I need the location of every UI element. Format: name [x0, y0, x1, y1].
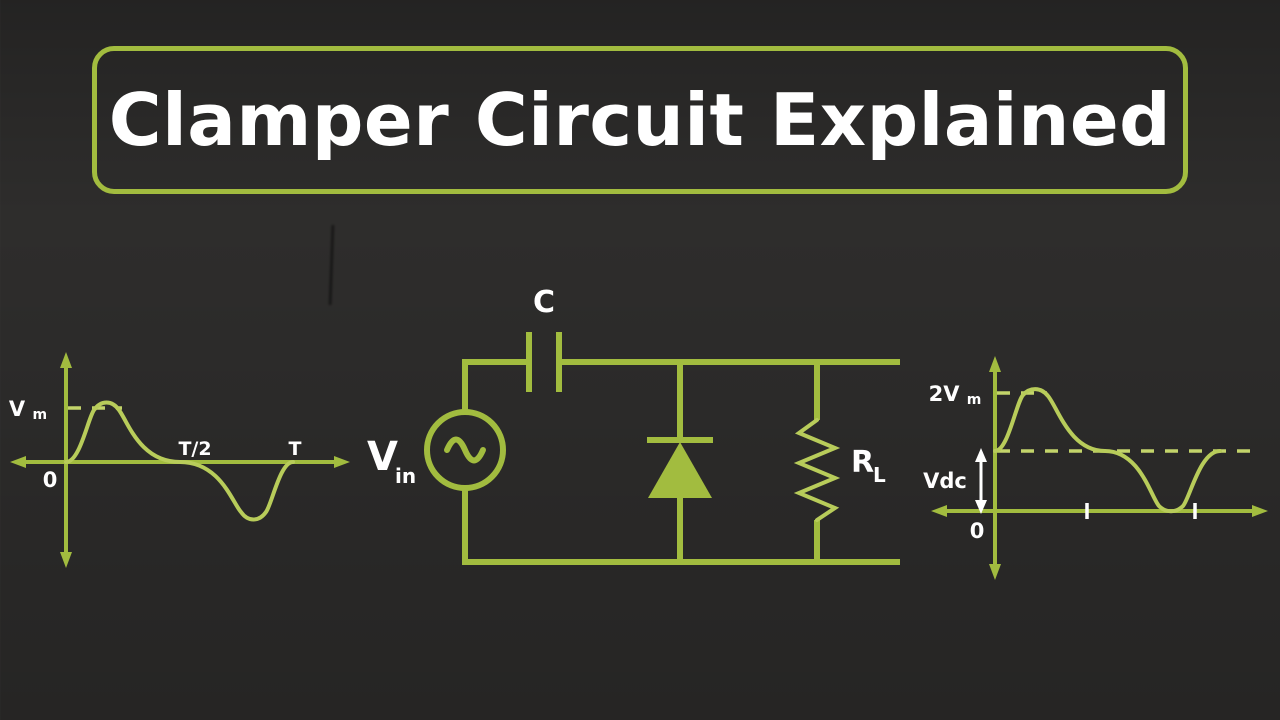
output-x-axis: [931, 505, 1268, 517]
output-sine-curve: [993, 387, 1222, 514]
input-vm-label: V m: [9, 397, 47, 423]
title-box: Clamper Circuit Explained: [92, 46, 1188, 194]
input-origin-label: 0: [43, 468, 58, 492]
page-title: Clamper Circuit Explained: [108, 78, 1172, 162]
output-origin-label: 0: [970, 519, 985, 543]
output-2vm-label: 2V m: [929, 382, 982, 408]
load-resistor: [793, 418, 841, 522]
clamper-circuit-diagram: V in C: [367, 285, 900, 565]
capacitor-label: C: [533, 285, 555, 320]
output-y-axis: [989, 356, 1001, 580]
ac-source-label: V in: [367, 434, 416, 488]
load-resistor-label: R L: [851, 445, 886, 487]
ac-source-symbol: [424, 409, 506, 491]
input-waveform-graph: V m 0 T/2 T: [9, 352, 350, 568]
capacitor: [526, 332, 562, 392]
output-x-ticks: [1085, 503, 1197, 519]
svg-text:V: V: [367, 434, 398, 480]
svg-text:in: in: [395, 464, 416, 488]
input-xtick-label-period: T: [289, 438, 302, 460]
svg-text:L: L: [873, 463, 886, 487]
svg-text:R: R: [851, 445, 874, 480]
vdc-measure-arrow: [975, 448, 987, 514]
diode: [647, 437, 713, 498]
input-xtick-label-half-period: T/2: [178, 438, 211, 460]
output-vdc-label: Vdc: [923, 469, 967, 493]
output-waveform-graph: 2V m Vdc 0: [923, 356, 1268, 580]
input-sine-curve: [64, 400, 295, 522]
